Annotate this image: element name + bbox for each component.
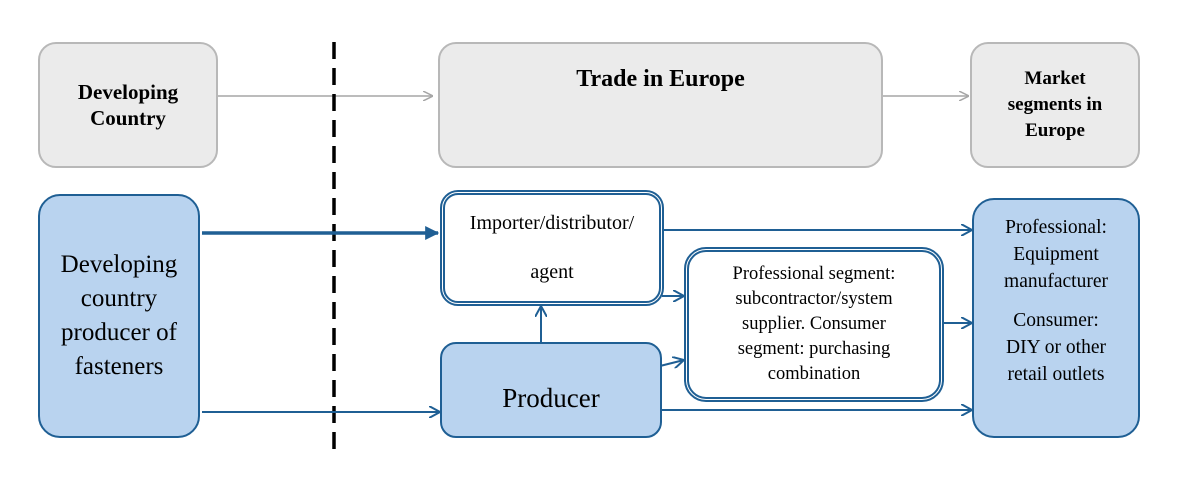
header-trade-in-europe-label: Trade in Europe xyxy=(576,66,745,92)
node-importer-line2: agent xyxy=(530,261,574,283)
arrow-producer-to-intermediary xyxy=(659,360,684,366)
node-market-segments: Professional: Equipment manufacturer Con… xyxy=(972,198,1140,438)
node-importer: Importer/distributor/ agent xyxy=(440,190,664,306)
node-intermediary: Professional segment: subcontractor/syst… xyxy=(684,247,944,402)
header-trade-in-europe: Trade in Europe xyxy=(438,42,883,168)
header-developing-country: Developing Country xyxy=(38,42,218,168)
header-market-segments: Market segments in Europe xyxy=(970,42,1140,168)
node-intermediary-label: Professional segment: subcontractor/syst… xyxy=(732,264,896,384)
node-dc-producer: Developing country producer of fasteners xyxy=(38,194,200,438)
header-market-segments-label: Market segments in Europe xyxy=(1007,68,1103,141)
node-producer-label: Producer xyxy=(502,383,600,413)
node-dc-producer-label: Developing country producer of fasteners xyxy=(60,251,178,380)
header-developing-country-label: Developing Country xyxy=(77,80,179,130)
node-producer: Producer xyxy=(440,342,662,438)
node-importer-line1: Importer/distributor/ xyxy=(469,212,635,234)
node-market-consumer: Consumer: DIY or other retail outlets xyxy=(1006,310,1106,385)
node-market-professional: Professional: Equipment manufacturer xyxy=(1004,217,1108,292)
